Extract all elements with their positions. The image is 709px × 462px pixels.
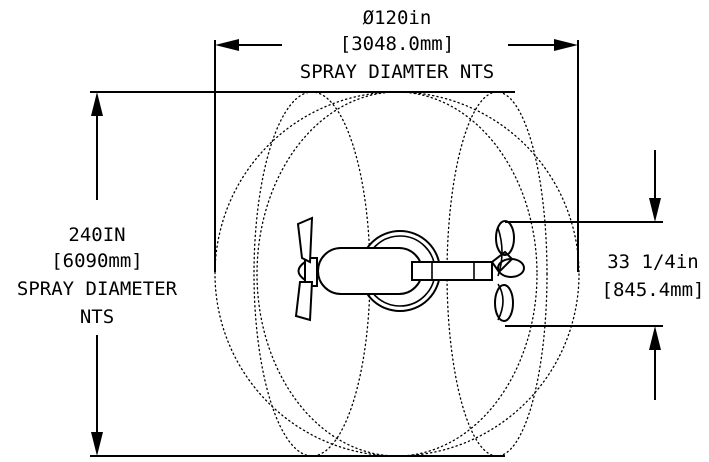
rear-vane-bottom xyxy=(294,281,314,322)
left-dimension: 240IN [6090mm] SPRAY DIAMETER NTS xyxy=(17,91,515,457)
nozzle-blade-3 xyxy=(494,284,514,322)
right-dimension-value-mm: [845.4mm] xyxy=(602,279,705,301)
left-arrow-bottom xyxy=(91,432,103,456)
top-dimension: Ø120in [3048.0mm] SPRAY DIAMTER NTS xyxy=(214,7,579,272)
spray-arm xyxy=(411,261,493,281)
nozzle-blade-1 xyxy=(495,220,515,256)
left-dimension-note-line1: SPRAY DIAMETER xyxy=(17,278,178,300)
nozzle-blade-2 xyxy=(497,258,525,278)
left-dimension-value-in: 240IN xyxy=(68,224,125,246)
rear-cap xyxy=(297,261,306,281)
rear-vane-top xyxy=(296,216,314,264)
sprinkler-assembly xyxy=(294,216,525,322)
right-dimension: 33 1/4in [845.4mm] xyxy=(505,150,704,400)
left-arrow-top xyxy=(91,92,103,116)
top-dimension-value-mm: [3048.0mm] xyxy=(340,33,454,55)
right-arrow-bottom xyxy=(649,326,661,350)
spray-circle xyxy=(214,91,580,457)
top-dimension-note: SPRAY DIAMTER NTS xyxy=(300,61,494,83)
center-body xyxy=(317,247,423,295)
left-dimension-value-mm: [6090mm] xyxy=(51,250,143,272)
right-arrow-top xyxy=(649,198,661,222)
top-arrow-left xyxy=(215,39,239,51)
right-dimension-value-in: 33 1/4in xyxy=(607,251,699,273)
left-dimension-note-line2: NTS xyxy=(80,306,114,328)
nozzle-head xyxy=(494,220,525,322)
spray-lobe-right xyxy=(446,91,548,457)
top-arrow-right xyxy=(554,39,578,51)
nozzle-detail-2 xyxy=(497,283,504,321)
spray-ellipse-outer xyxy=(256,91,538,457)
nozzle-detail-1 xyxy=(497,227,503,277)
top-dimension-value-in: Ø120in xyxy=(363,7,432,29)
